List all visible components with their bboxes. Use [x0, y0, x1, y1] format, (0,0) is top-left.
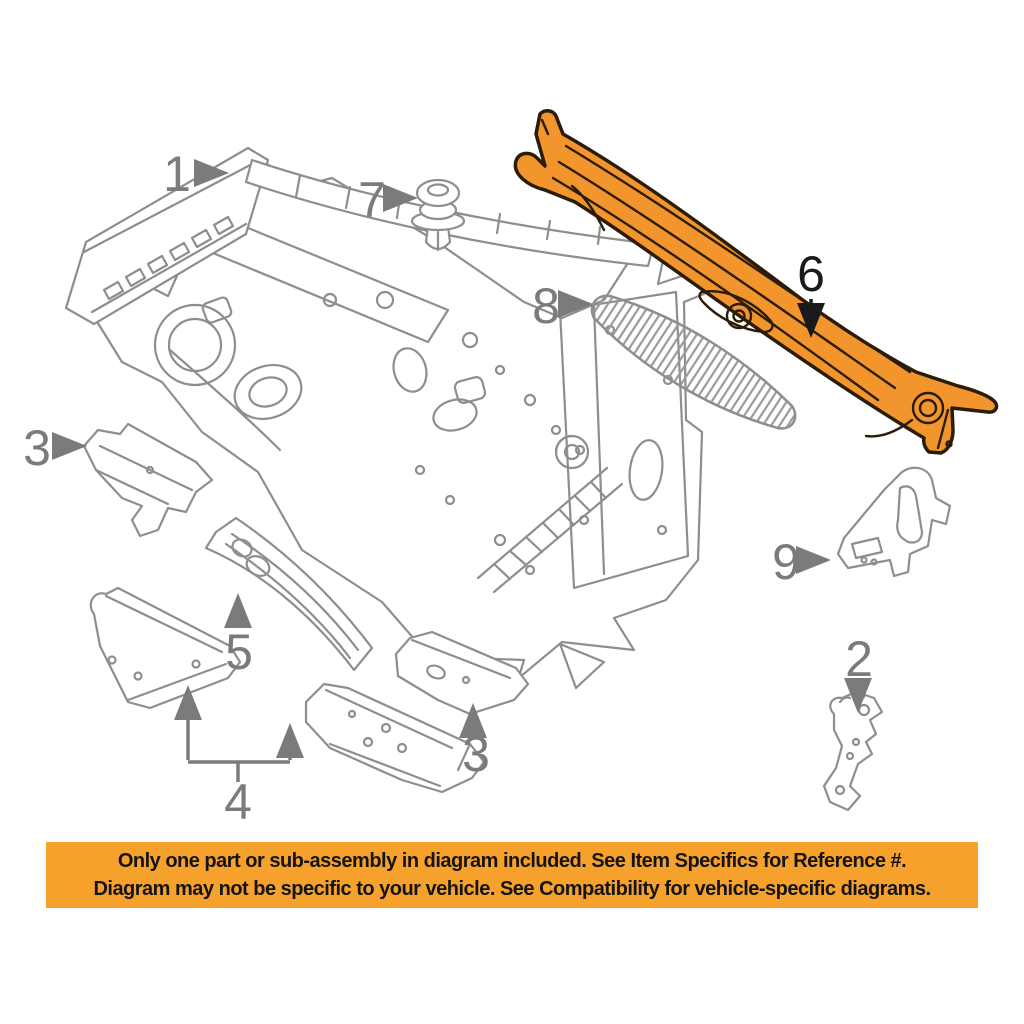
cowl-panel-ridges [540, 118, 953, 450]
part-cowl-frame-band [64, 146, 270, 326]
disclaimer-banner: Only one part or sub-assembly in diagram… [46, 842, 978, 908]
part-bracket-9 [836, 466, 952, 578]
part-bracket-2 [822, 690, 884, 812]
disclaimer-line2: Diagram may not be specific to your vehi… [93, 878, 931, 900]
callout-9-label: 9 [772, 534, 800, 590]
part-clip-7 [410, 178, 466, 252]
part-bracket-4-left [89, 586, 242, 710]
callout-3-right-label: 3 [462, 726, 490, 782]
callout-6-highlighted: 6 [797, 246, 825, 338]
callout-8-label: 8 [532, 278, 560, 334]
part-bracket-4-right [304, 682, 486, 794]
callout-1-label: 1 [163, 146, 191, 202]
disclaimer-line1: Only one part or sub-assembly in diagram… [117, 850, 907, 872]
callout-8: 8 [532, 278, 593, 334]
panel-holes [322, 290, 562, 576]
callout-6-label: 6 [797, 246, 825, 302]
callout-9: 9 [772, 534, 831, 590]
callout-3-left: 3 [23, 420, 87, 476]
callouts: 1 7 6 8 3 5 4 3 [23, 146, 873, 830]
callout-3-left-label: 3 [23, 420, 51, 476]
callout-7: 7 [358, 172, 418, 228]
callout-3-right: 3 [459, 703, 490, 782]
part-bracket-3-right [394, 630, 530, 716]
part-cowl-panel-6-highlighted [513, 109, 999, 455]
callout-7-label: 7 [358, 172, 386, 228]
callout-5-label: 5 [225, 624, 253, 680]
part-bracket-3-left [82, 422, 214, 538]
callout-5: 5 [224, 593, 253, 680]
callout-4-connector [188, 760, 290, 782]
part-brace-5 [204, 516, 374, 672]
callout-4: 4 [174, 685, 304, 830]
callout-1: 1 [163, 146, 229, 202]
callout-2: 2 [844, 631, 873, 713]
callout-4-label: 4 [224, 774, 252, 830]
callout-2-label: 2 [845, 631, 873, 687]
part-vent-grille-8 [590, 294, 797, 430]
assembly-line-art [64, 146, 952, 812]
